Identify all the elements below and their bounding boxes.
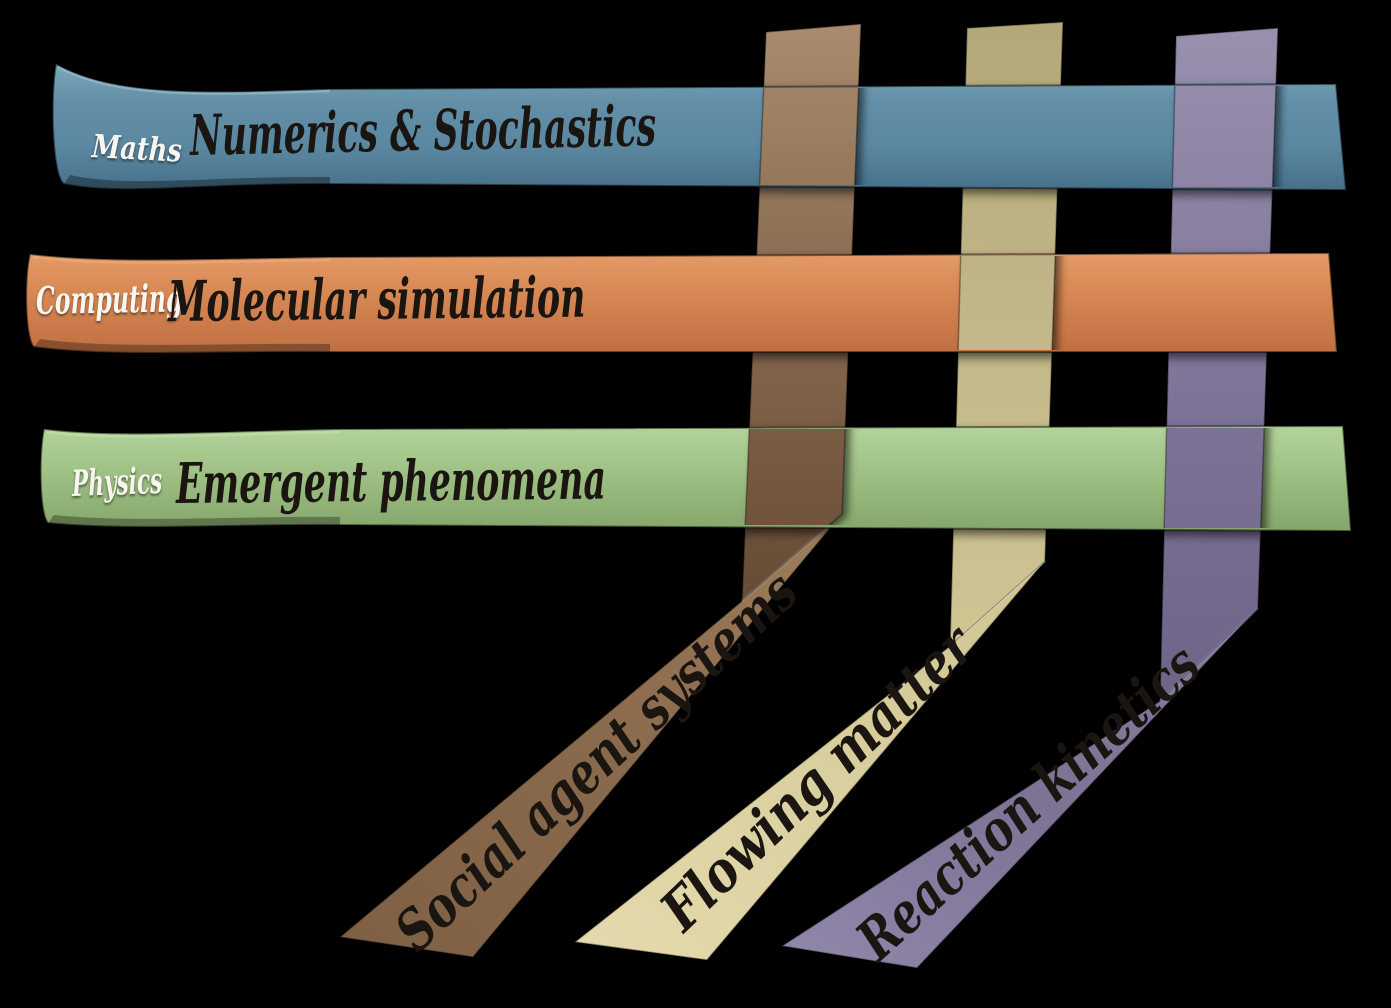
flowing-ribbon-diagonal-shape xyxy=(573,560,1046,961)
physics-ribbon-curl-shadow xyxy=(48,515,340,527)
maths-ribbon-shape xyxy=(51,62,1348,192)
social-ribbon-diagonal-shape xyxy=(338,513,843,958)
maths-ribbon-highlight xyxy=(57,65,331,95)
reaction-ribbon-fold-crease xyxy=(1159,607,1259,702)
computing-ribbon-highlight xyxy=(32,255,331,264)
physics-ribbon-highlight xyxy=(46,430,341,438)
flowing-ribbon-fold-crease xyxy=(949,560,1046,647)
reaction-ribbon-diagonal-shape xyxy=(779,607,1259,969)
computing-ribbon-shape xyxy=(25,251,1339,354)
social-ribbon-fold-crease xyxy=(741,513,843,602)
horizontal-ribbons-layer xyxy=(25,62,1353,533)
computing-ribbon-curl-shadow xyxy=(34,339,330,353)
physics-ribbon-shape xyxy=(39,424,1353,533)
maths-ribbon-curl-shadow xyxy=(64,175,330,190)
